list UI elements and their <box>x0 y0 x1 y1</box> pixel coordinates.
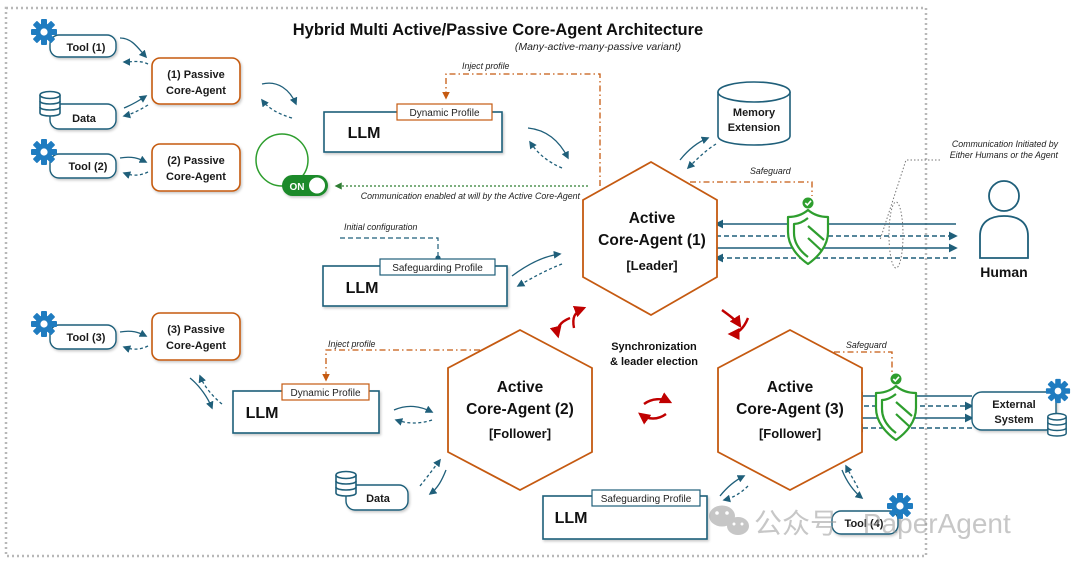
sync-note-line1: Synchronization <box>611 341 697 353</box>
passive-agent-3-line1: (3) Passive <box>167 324 224 336</box>
inject-profile-top-note: Inject profile <box>462 61 510 71</box>
external-system-line1: External <box>992 399 1035 411</box>
safeguard-top-note: Safeguard <box>750 166 792 176</box>
passive-agent-1[interactable]: (1) Passive Core-Agent <box>151 57 241 105</box>
passive-agent-2-line1: (2) Passive <box>167 155 224 167</box>
initial-configuration-note: Initial configuration <box>344 222 417 232</box>
active-agent-1-line1: Active <box>629 210 676 227</box>
watermark: 公众号 · PaperAgent <box>709 505 1011 539</box>
active-agent-1-role: [Leader] <box>626 258 677 273</box>
tool-1-label: Tool (1) <box>67 42 106 54</box>
passive-agent-3[interactable]: (3) Passive Core-Agent <box>151 312 241 361</box>
database-icon <box>39 90 61 117</box>
tool-3-node[interactable]: Tool (3) <box>31 311 117 350</box>
sync-note-line2: & leader election <box>610 356 698 368</box>
human-actor[interactable]: Human <box>979 180 1029 280</box>
llm-bottom[interactable]: LLM Safeguarding Profile <box>542 489 708 540</box>
dynamic-profile-top-label: Dynamic Profile <box>409 108 479 119</box>
data-bottom-label: Data <box>366 493 391 505</box>
passive-agent-2[interactable]: (2) Passive Core-Agent <box>151 143 241 192</box>
toggle-label: ON <box>290 182 305 193</box>
active-agent-2-role: [Follower] <box>489 426 551 441</box>
comm-initiated-note-line1: Communication Initiated by <box>952 139 1059 149</box>
human-label: Human <box>980 264 1027 280</box>
dynamic-profile-mid-label: Dynamic Profile <box>290 388 360 399</box>
gear-icon <box>31 19 57 45</box>
external-system-line2: System <box>994 414 1033 426</box>
active-agent-3-role: [Follower] <box>759 426 821 441</box>
tool-4-node[interactable]: Tool (4) <box>831 493 913 535</box>
safeguard-shield-icon <box>786 196 830 266</box>
active-agent-3-line2: Core-Agent (3) <box>736 401 844 418</box>
memory-extension[interactable]: Memory Extension <box>717 81 791 146</box>
active-agent-2[interactable]: Active Core-Agent (2) [Follower] <box>447 328 593 492</box>
llm-top[interactable]: LLM Dynamic Profile <box>323 103 503 153</box>
diagram-title: Hybrid Multi Active/Passive Core-Agent A… <box>293 21 703 39</box>
passive-agent-2-line2: Core-Agent <box>166 171 226 183</box>
passive-agent-3-line2: Core-Agent <box>166 340 226 352</box>
outer-frame <box>4 6 928 558</box>
llm-safeguarding-top-label: LLM <box>346 280 379 297</box>
gear-icon <box>31 311 57 337</box>
toggle-knob <box>309 177 325 194</box>
inject-profile-mid-note: Inject profile <box>328 339 376 349</box>
active-agent-1-line2: Core-Agent (1) <box>598 232 706 249</box>
tool-1-node[interactable]: Tool (1) <box>31 19 117 58</box>
communication-toggle[interactable]: ON <box>255 133 328 196</box>
llm-safeguarding-top[interactable]: LLM Safeguarding Profile <box>322 258 508 307</box>
database-icon <box>335 470 357 497</box>
tool-2-label: Tool (2) <box>69 161 108 173</box>
gear-icon <box>1045 378 1071 404</box>
active-agent-2-line1: Active <box>497 379 544 396</box>
database-icon <box>1047 412 1067 437</box>
data-top-node[interactable]: Data <box>39 90 117 130</box>
llm-mid[interactable]: LLM Dynamic Profile <box>232 383 380 434</box>
external-system-node[interactable]: External System <box>971 378 1071 437</box>
person-icon <box>979 180 1029 259</box>
comm-initiated-note-line2: Either Humans or the Agent <box>950 150 1059 160</box>
gear-icon <box>31 139 57 165</box>
memory-label-line1: Memory <box>733 107 776 119</box>
active-agent-1[interactable]: Active Core-Agent (1) [Leader] <box>582 160 718 317</box>
wechat-icon <box>709 505 749 535</box>
communication-enabled-note: Communication enabled at will by the Act… <box>361 191 581 201</box>
data-top-label: Data <box>72 113 97 125</box>
passive-agent-1-line1: (1) Passive <box>167 69 224 81</box>
safeguarding-profile-bottom-label: Safeguarding Profile <box>601 494 692 505</box>
safeguard-shield-icon <box>874 372 918 442</box>
memory-label-line2: Extension <box>728 122 781 134</box>
tool-4-label: Tool (4) <box>845 518 884 530</box>
safeguard-bottom-note: Safeguard <box>846 340 888 350</box>
llm-top-label: LLM <box>348 125 381 142</box>
llm-bottom-label: LLM <box>555 510 588 527</box>
safeguarding-profile-top-label: Safeguarding Profile <box>392 263 483 274</box>
passive-agent-1-line2: Core-Agent <box>166 85 226 97</box>
data-bottom-node[interactable]: Data <box>335 470 409 511</box>
active-agent-3-line1: Active <box>767 379 814 396</box>
watermark-text: 公众号 · PaperAgent <box>754 508 1011 539</box>
tool-2-node[interactable]: Tool (2) <box>31 139 117 179</box>
active-agent-3[interactable]: Active Core-Agent (3) [Follower] <box>717 328 863 492</box>
llm-mid-label: LLM <box>246 405 279 422</box>
diagram-subtitle: (Many-active-many-passive variant) <box>515 41 681 53</box>
active-agent-2-line2: Core-Agent (2) <box>466 401 574 418</box>
tool-3-label: Tool (3) <box>67 332 106 344</box>
